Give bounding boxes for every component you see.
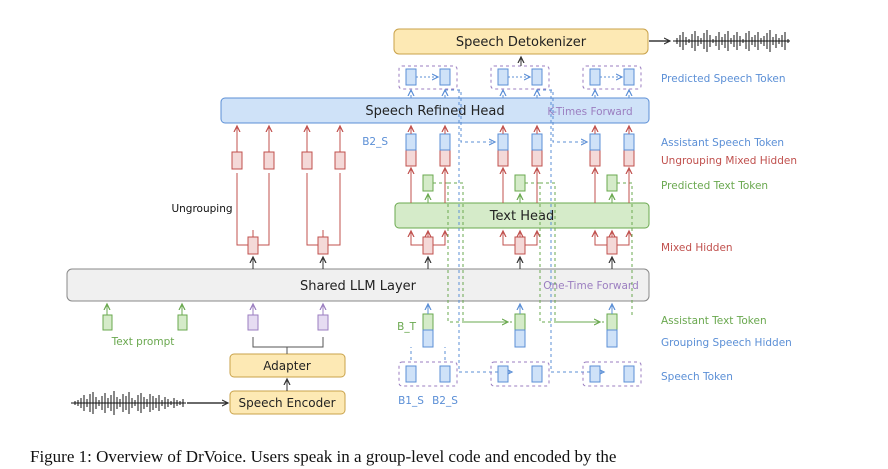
legend-assistant-text-token: Assistant Text Token (661, 315, 767, 327)
speech-token-pair-box (490, 361, 550, 387)
assistant-speech-token (531, 133, 543, 151)
b2-s-top-label: B2_S (362, 136, 388, 148)
predicted-speech-pair-box (490, 65, 550, 90)
ungrouping-mixed-hidden-token (531, 149, 543, 167)
predicted-speech-pair-box (582, 65, 642, 90)
speech-token (531, 365, 543, 383)
text-prompt-token (177, 304, 188, 331)
text-head-block: Text Head (394, 202, 650, 229)
speech-token (405, 365, 417, 383)
ungrouping-mixed-hidden-token (623, 149, 635, 167)
predicted-speech-token (589, 68, 601, 86)
speech-encoder-label: Speech Encoder (238, 396, 335, 410)
left-ungrouping-group (231, 126, 346, 269)
predicted-text-feedback (433, 182, 512, 323)
grouping-speech-hidden-token (514, 329, 526, 348)
legend-mixed-hidden: Mixed Hidden (661, 242, 733, 254)
one-time-forward-label: One-Time Forward (543, 280, 638, 292)
speech-feedback-arrow (445, 89, 495, 142)
speech-token (497, 365, 509, 383)
speech-token-to-group-lines (410, 347, 446, 360)
ungrouping-mixed-hidden-token (589, 149, 601, 167)
ungrouping-mixed-hidden-token (439, 149, 451, 167)
speech-feature-token (247, 304, 259, 331)
ungrouping-mixed-hidden-token (497, 149, 509, 167)
predicted-speech-pair-box (398, 65, 458, 90)
speech-token (439, 365, 451, 383)
predicted-speech-token (623, 68, 635, 86)
predicted-text-token (422, 174, 434, 192)
assistant-text-token (606, 313, 618, 331)
architecture-diagram: Speech Detokenizer Speech Refined Head K… (66, 28, 797, 415)
text-feedback-arrow (540, 182, 600, 322)
legend-predicted-text-token: Predicted Text Token (661, 180, 768, 192)
assistant-speech-token (623, 133, 635, 151)
mixed-hidden-token (606, 236, 618, 255)
predicted-speech-token (497, 68, 509, 86)
speech-refined-head-block: Speech Refined Head K-Times Forward (220, 97, 650, 124)
predicted-speech-token (439, 68, 451, 86)
k-times-forward-label: K-Times Forward (547, 106, 632, 118)
ungrouping-label: Ungrouping (171, 203, 232, 215)
legend-predicted-speech-token: Predicted Speech Token (661, 73, 786, 85)
predicted-speech-token (405, 68, 417, 86)
predicted-text-token (514, 174, 526, 192)
speech-token (589, 365, 601, 383)
legend-grouping-speech-hidden: Grouping Speech Hidden (661, 337, 792, 349)
speech-refined-head-label: Speech Refined Head (365, 104, 504, 119)
speech-token-pair-box (582, 361, 642, 387)
legend-speech-token: Speech Token (661, 371, 733, 383)
text-feedback-arrow (448, 182, 508, 322)
predicted-text-feedback (617, 182, 633, 315)
shared-llm-layer-label: Shared LLM Layer (300, 279, 417, 294)
speech-detokenizer-label: Speech Detokenizer (456, 35, 587, 50)
speech-feature-token (317, 304, 329, 331)
grouping-speech-hidden-token (606, 329, 618, 348)
ungrouping-mixed-hidden-token (405, 149, 417, 167)
mixed-hidden-token (422, 236, 434, 255)
grouping-speech-hidden-token (422, 329, 434, 348)
adapter-label: Adapter (263, 359, 311, 373)
b-t-label: B_T (397, 321, 416, 333)
b1-s-label: B1_S (398, 395, 424, 407)
speech-token-feedback-arrow (550, 90, 604, 372)
speech-feedback-arrow (537, 89, 587, 142)
speech-token-pair-box (398, 361, 458, 387)
legend: Predicted Speech Token Assistant Speech … (661, 73, 797, 383)
speech-token-group (398, 361, 642, 387)
speech-token (623, 365, 635, 383)
output-waveform-icon (673, 30, 790, 52)
predicted-text-feedback (525, 182, 604, 323)
figure-caption: Figure 1: Overview of DrVoice. Users spe… (30, 447, 617, 466)
predicted-speech-token-group (398, 65, 642, 90)
predicted-text-token (606, 174, 618, 192)
assistant-text-token (514, 313, 526, 331)
assistant-token-columns (405, 89, 635, 372)
legend-ungrouping-mixed-hidden: Ungrouping Mixed Hidden (661, 155, 797, 167)
b2-s-label: B2_S (432, 395, 458, 407)
assistant-speech-token (405, 133, 417, 151)
shared-llm-layer-block: Shared LLM Layer One-Time Forward (66, 268, 650, 302)
mixed-hidden-token (514, 236, 526, 255)
speech-encoder-block: Speech Encoder (229, 390, 346, 415)
text-head-label: Text Head (489, 209, 554, 224)
assistant-text-token (422, 313, 434, 331)
speech-detokenizer-block: Speech Detokenizer (393, 28, 649, 55)
adapter-block: Adapter (229, 353, 346, 378)
predicted-speech-token (531, 68, 543, 86)
assistant-speech-token (589, 133, 601, 151)
legend-assistant-speech-token: Assistant Speech Token (661, 137, 784, 149)
adapter-split-lines (252, 337, 324, 354)
input-waveform-icon (71, 391, 186, 415)
text-prompt-token (102, 304, 113, 331)
assistant-speech-token (497, 133, 509, 151)
assistant-speech-token (439, 133, 451, 151)
text-prompt-label: Text prompt (111, 336, 175, 348)
speech-token-feedback-arrow (458, 90, 512, 372)
